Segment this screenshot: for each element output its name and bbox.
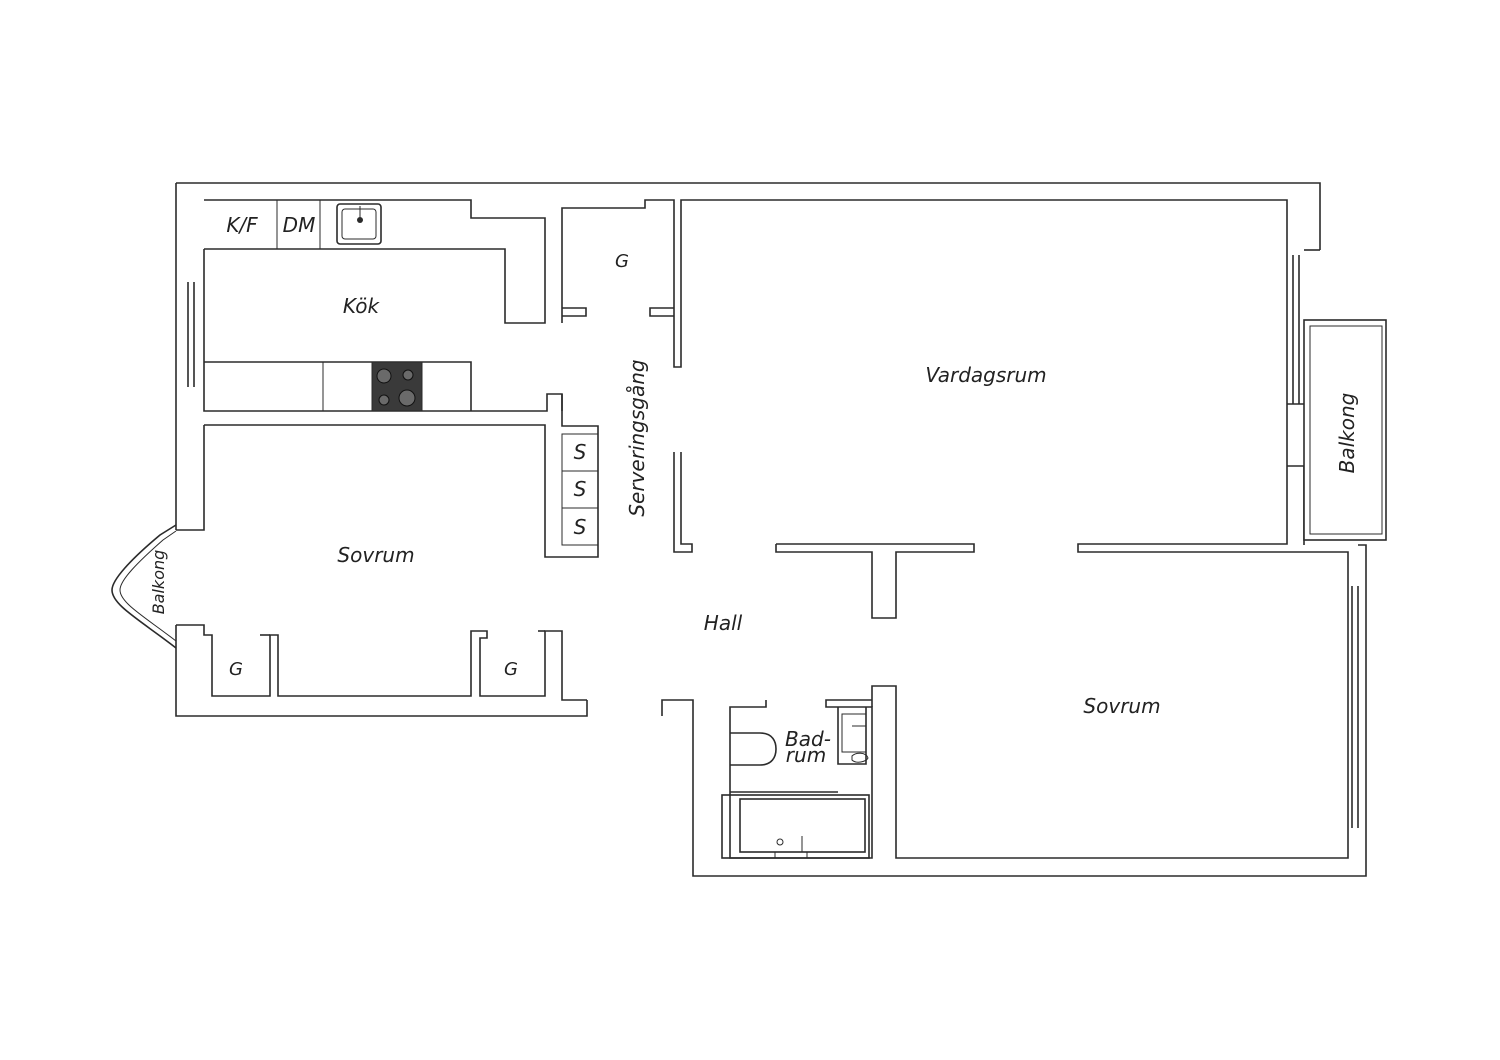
- fixture-label-kf: K/F: [226, 213, 258, 237]
- washbasin-icon: [841, 713, 869, 763]
- outer-walls: [175, 182, 1367, 877]
- room-label-balkong-left: Balkong: [149, 550, 168, 615]
- room-label-sovrum-left: Sovrum: [337, 543, 414, 567]
- kitchen-counter: [276, 200, 324, 411]
- closet-label-g3: G: [504, 659, 518, 680]
- room-label-kok: Kök: [343, 294, 381, 318]
- balcony-left: [111, 524, 177, 649]
- storage-label-s1: S: [574, 440, 587, 464]
- room-label-badrum-line2: rum: [786, 743, 826, 767]
- room-label-badrum-line1: Bad-: [785, 727, 831, 751]
- room-label-vardagsrum: Vardagsrum: [925, 363, 1046, 387]
- storage-label-s2: S: [574, 477, 587, 501]
- stove-icon: [371, 361, 423, 412]
- room-label-hall: Hall: [704, 611, 743, 635]
- fixture-label-dm: DM: [283, 213, 316, 237]
- inner-walls: [176, 199, 1359, 859]
- toilet-icon: [730, 732, 777, 766]
- bathtub-icon: [721, 794, 870, 859]
- room-label-serveringsgang: Serveringsgång: [625, 359, 649, 516]
- storage-label-s3: S: [574, 515, 587, 539]
- balcony-right: [1303, 319, 1387, 541]
- sink-icon: [336, 203, 382, 245]
- room-label-sovrum-right: Sovrum: [1083, 694, 1160, 718]
- closet-label-g1: G: [615, 251, 629, 272]
- room-label-balkong-right: Balkong: [1335, 393, 1359, 474]
- closet-label-g2: G: [229, 659, 243, 680]
